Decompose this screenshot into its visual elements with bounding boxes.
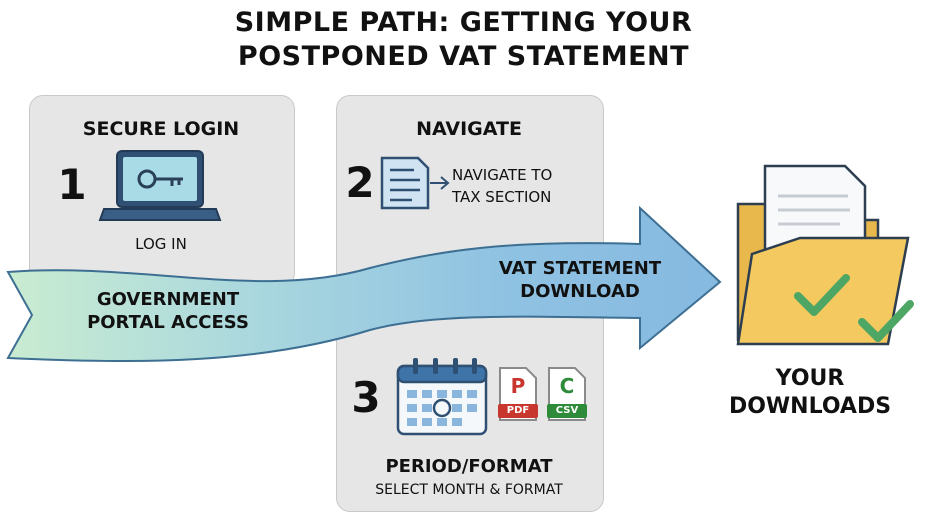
step-3-number: 3 (351, 373, 381, 422)
destination-label-line-1: YOUR (775, 366, 845, 391)
pdf-tag: PDF (506, 405, 530, 416)
laptop-key-icon (98, 150, 222, 221)
title-line-1: SIMPLE PATH: GETTING YOUR (234, 7, 693, 38)
step-1-heading: SECURE LOGIN (82, 118, 240, 140)
step-3-caption: SELECT MONTH & FORMAT (375, 482, 563, 498)
step-2-caption-line-2: TAX SECTION (452, 188, 552, 206)
document-arrow-icon (380, 156, 450, 210)
step-1-panel (29, 95, 295, 287)
arrow-end-label-line-2: DOWNLOAD (520, 281, 640, 302)
flow-arrow (6, 205, 722, 363)
csv-tag: CSV (555, 405, 579, 416)
arrow-end-label-line-1: VAT STATEMENT (498, 258, 662, 279)
step-2-heading: NAVIGATE (416, 118, 522, 140)
arrow-start-label-line-2: PORTAL ACCESS (87, 312, 249, 333)
step-2-caption-line-1: NAVIGATE TO (452, 166, 553, 184)
step-2-number: 2 (345, 158, 375, 207)
calendar-icon (396, 358, 488, 436)
arrow-start-label-line-1: GOVERNMENT (96, 289, 240, 310)
diagram-title: SIMPLE PATH: GETTING YOUR POSTPONED VAT … (0, 6, 927, 74)
csv-letter: C (559, 374, 575, 398)
csv-file-icon (547, 367, 587, 421)
title-line-2: POSTPONED VAT STATEMENT (237, 41, 690, 72)
step-1-number: 1 (57, 160, 87, 209)
step-3-heading: PERIOD/FORMAT (385, 456, 553, 477)
destination-label-line-2: DOWNLOADS (728, 394, 892, 419)
pdf-file-icon (498, 367, 538, 421)
pdf-letter: P (510, 374, 526, 398)
step-1-caption: LOG IN (135, 235, 187, 253)
folder-check-icon (736, 164, 914, 346)
